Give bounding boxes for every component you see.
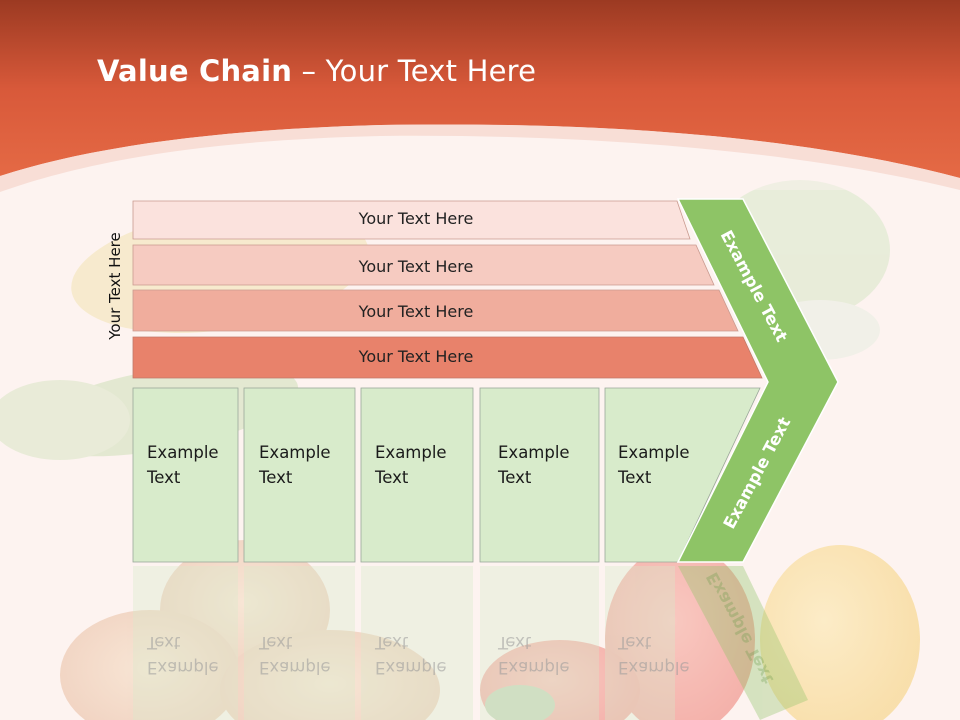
box-1-line1: Example: [147, 443, 219, 462]
bar-3-text: Your Text Here: [358, 302, 474, 321]
box-4-line2: Text: [498, 468, 532, 487]
chevron-arrow: [676, 198, 839, 563]
box-1: [132, 387, 239, 563]
box-3-line2: Text: [375, 468, 409, 487]
box-5-refl-line1: Example: [618, 658, 690, 677]
box-3-line1: Example: [375, 443, 447, 462]
box-4-refl-line2: Text: [498, 633, 532, 652]
box-1-line2: Text: [147, 468, 181, 487]
box-4-reflection: Example Text: [498, 630, 570, 680]
bar-1-text: Your Text Here: [358, 209, 474, 228]
box-1-refl-line1: Example: [147, 658, 219, 677]
box-1-reflection: Example Text: [147, 630, 219, 680]
bar-2: [132, 244, 715, 286]
box-4-refl-line1: Example: [498, 658, 570, 677]
bar-4: [132, 336, 763, 379]
box-5-line2: Text: [618, 468, 652, 487]
title-bold: Value Chain: [97, 54, 293, 88]
box-2-refl-line1: Example: [259, 658, 331, 677]
box-2-refl-line2: Text: [259, 633, 293, 652]
box-3-refl-line1: Example: [375, 658, 447, 677]
box-2-line1: Example: [259, 443, 331, 462]
box-2-line2: Text: [259, 468, 293, 487]
box-4: [479, 387, 600, 563]
box-5-reflection: Example Text: [618, 630, 690, 680]
box-5-line1: Example: [618, 443, 690, 462]
reflection: [133, 566, 808, 720]
slide-title: Value Chain – Your Text Here: [97, 54, 536, 88]
bar-4-text: Your Text Here: [358, 347, 474, 366]
box-3-reflection: Example Text: [375, 630, 447, 680]
box-3: [360, 387, 474, 563]
box-3-refl-line2: Text: [375, 633, 409, 652]
box-2: [243, 387, 356, 563]
box-2-reflection: Example Text: [259, 630, 331, 680]
box-4-line1: Example: [498, 443, 570, 462]
bar-1: [132, 200, 691, 240]
title-rest: – Your Text Here: [292, 54, 537, 88]
box-1-refl-line2: Text: [147, 633, 181, 652]
bar-2-text: Your Text Here: [358, 257, 474, 276]
bar-3: [132, 289, 739, 332]
box-5-refl-line2: Text: [618, 633, 652, 652]
